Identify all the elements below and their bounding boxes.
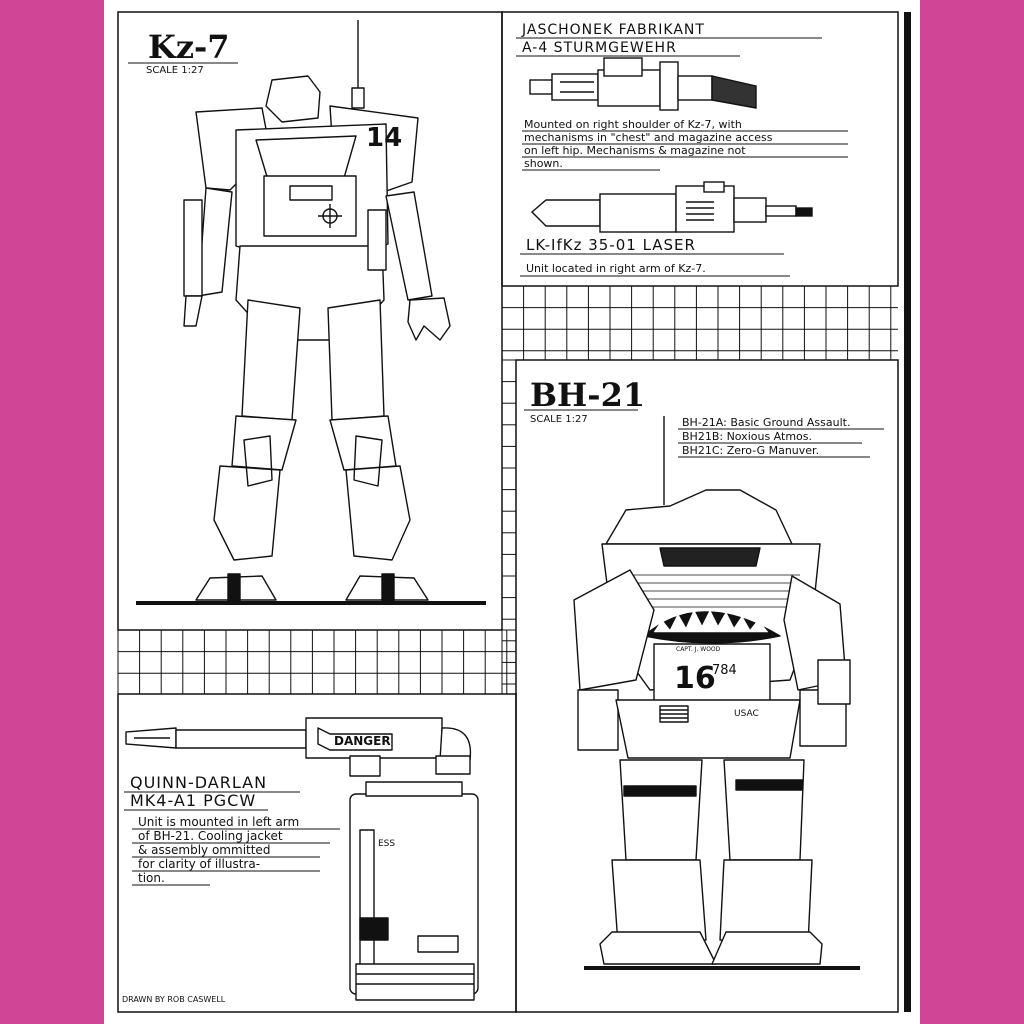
bh21-scale: SCALE 1:27 bbox=[530, 414, 588, 425]
laser-drawing bbox=[530, 181, 813, 233]
laser-note: Unit located in right arm of Kz-7. bbox=[526, 262, 706, 275]
bh21-variant-2: BH21B: Noxious Atmos. bbox=[682, 430, 812, 443]
pgcw-note-line-5: tion. bbox=[138, 871, 165, 885]
rifle-note-line-3: on left hip. Mechanisms & magazine not bbox=[524, 144, 746, 157]
kz7-unit-number: 14 bbox=[366, 123, 402, 153]
laser-name: LK-IfKz 35-01 LASER bbox=[526, 236, 696, 254]
pgcw-note-line-3: & assembly ommitted bbox=[138, 843, 270, 857]
rifle-note-line-1: Mounted on right shoulder of Kz-7, with bbox=[524, 118, 742, 131]
pgcw-danger-label: DANGER bbox=[334, 734, 391, 748]
pgcw-drawing bbox=[125, 717, 479, 1001]
bh21-unit-number: 16 bbox=[674, 661, 716, 696]
kz7-ground-line bbox=[136, 601, 486, 605]
pgcw-tank-label: ESS bbox=[378, 839, 395, 849]
kz7-scale: SCALE 1:27 bbox=[146, 65, 204, 76]
artist-credit: DRAWN BY ROB CASWELL bbox=[122, 995, 226, 1004]
bh21-mech-drawing: CAPT. J. WOOD 16 784 USAC bbox=[573, 416, 851, 965]
bh21-insignia: USAC bbox=[734, 709, 759, 719]
pgcw-name-line-2: MK4-A1 PGCW bbox=[130, 791, 256, 810]
bh21-hatching bbox=[626, 574, 804, 608]
rifle-model: A-4 STURMGEWEHR bbox=[522, 40, 677, 56]
right-border-bar bbox=[904, 12, 911, 1012]
bh21-ground-line bbox=[584, 966, 860, 970]
rifle-note-line-2: mechanisms in "chest" and magazine acces… bbox=[524, 131, 773, 144]
pgcw-note-line-2: of BH-21. Cooling jacket bbox=[138, 829, 283, 843]
grid-pattern bbox=[117, 285, 898, 694]
kz7-mech-drawing: 14 bbox=[183, 20, 451, 603]
rifle-maker: JASCHONEK FABRIKANT bbox=[521, 22, 705, 38]
kz7-heading: Kz-7 SCALE 1:27 bbox=[128, 28, 238, 76]
pgcw-note-line-4: for clarity of illustra- bbox=[138, 857, 260, 871]
rifle-note-line-4: shown. bbox=[524, 157, 563, 170]
bh21-title: BH-21 bbox=[530, 376, 645, 414]
bh21-variant-3: BH21C: Zero-G Manuver. bbox=[682, 444, 819, 457]
bh21-panel bbox=[515, 359, 899, 1013]
bh21-serial: 784 bbox=[712, 663, 737, 678]
bh21-variant-1: BH-21A: Basic Ground Assault. bbox=[682, 416, 850, 429]
pgcw-name-line-1: QUINN-DARLAN bbox=[130, 773, 267, 792]
kz7-title: Kz-7 bbox=[148, 28, 230, 66]
pgcw-panel bbox=[117, 693, 517, 1013]
bh21-pilot-name: CAPT. J. WOOD bbox=[676, 646, 721, 653]
pgcw-note-line-1: Unit is mounted in left arm bbox=[138, 815, 299, 829]
rifle-drawing bbox=[529, 57, 757, 111]
